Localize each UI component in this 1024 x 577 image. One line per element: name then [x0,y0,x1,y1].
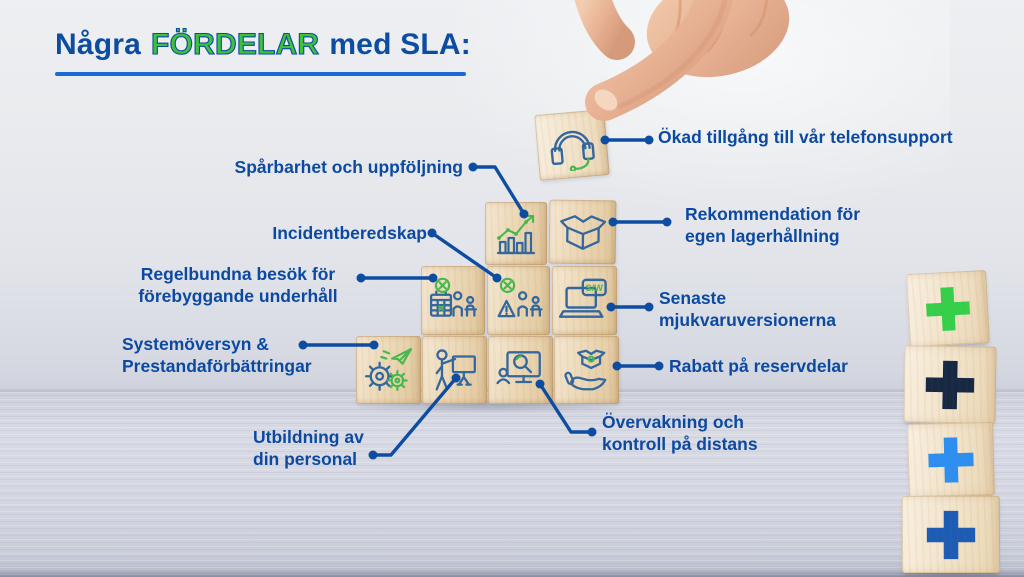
block-utbildning [422,336,487,404]
benefit-label-regelbundna: Regelbundna besök för förebyggande under… [138,264,338,306]
hand-illustration [574,0,790,121]
hand-shape [574,0,790,121]
spare-parts-hand-icon [563,349,606,391]
incident-warning-icon [497,277,543,317]
benefit-label-incidentberedskap: Incidentberedskap [272,223,427,243]
benefit-label-systemoversyn: Systemöversyn & Prestandaförbättringar [122,334,312,376]
connector-rekommendation [608,217,672,227]
software-laptop-icon: S/W [558,278,607,318]
connector-sparbarhet [468,162,529,219]
connector-systemoversyn [298,340,379,350]
table-front-edge [0,571,1024,577]
growth-chart-icon [496,214,536,254]
plus-icon [926,286,970,331]
plus-icon [926,510,976,559]
training-presentation-icon [435,349,476,391]
block-rabatt [554,336,619,404]
plus-block-2 [903,345,997,424]
plus-icon [928,436,974,483]
benefit-label-overvakning: Övervakning och kontroll på distans [602,412,758,454]
block-senaste-mjukvara: S/W [552,266,617,335]
page-title: Några FÖRDELAR med SLA: [55,27,471,62]
plus-block-1 [906,269,990,348]
remote-monitoring-icon [495,351,541,385]
connector-utbildning [368,373,461,460]
pyramid-shadow [352,400,624,411]
benefit-label-telefonsupport: Ökad tillgång till vår telefonsupport [658,127,953,147]
connector-regelbundna [356,273,438,283]
block-systemoversyn [356,336,421,404]
benefit-label-rabatt: Rabatt på reservdelar [669,356,848,376]
block-rekommendation [548,199,617,265]
benefit-label-utbildning: Utbildning av din personal [253,427,364,469]
title-underline [55,72,466,76]
block-overvakning [488,336,553,404]
connector-senaste [606,302,654,312]
benefit-label-senaste: Senaste mjukvaruversionerna [659,288,837,330]
connector-telefonsupport [600,135,654,145]
connector-overvakning [535,379,597,437]
benefit-label-sparbarhet: Spårbarhet och uppföljning [234,157,463,177]
block-telefonsupport [534,109,610,181]
plus-block-4 [902,496,1000,573]
block-sparbarhet [485,202,547,265]
open-box-icon [559,215,606,250]
title-suffix: med SLA: [329,28,471,61]
plus-icon [925,360,975,409]
headset-icon [550,130,595,173]
maintenance-calendar-icon [429,277,478,317]
fingernail [594,89,618,111]
connector-rabatt [612,361,664,371]
title-prefix: Några [55,28,142,61]
benefit-label-rekommendation: Rekommendation för egen lagerhållning [685,204,861,246]
gears-improvement-icon [364,348,412,391]
table-surface [0,392,1024,577]
connector-incidentberedskap [427,228,502,283]
plus-block-3 [907,421,995,498]
sw-label: S/W [585,283,603,293]
title-highlight: FÖRDELAR [150,27,320,61]
